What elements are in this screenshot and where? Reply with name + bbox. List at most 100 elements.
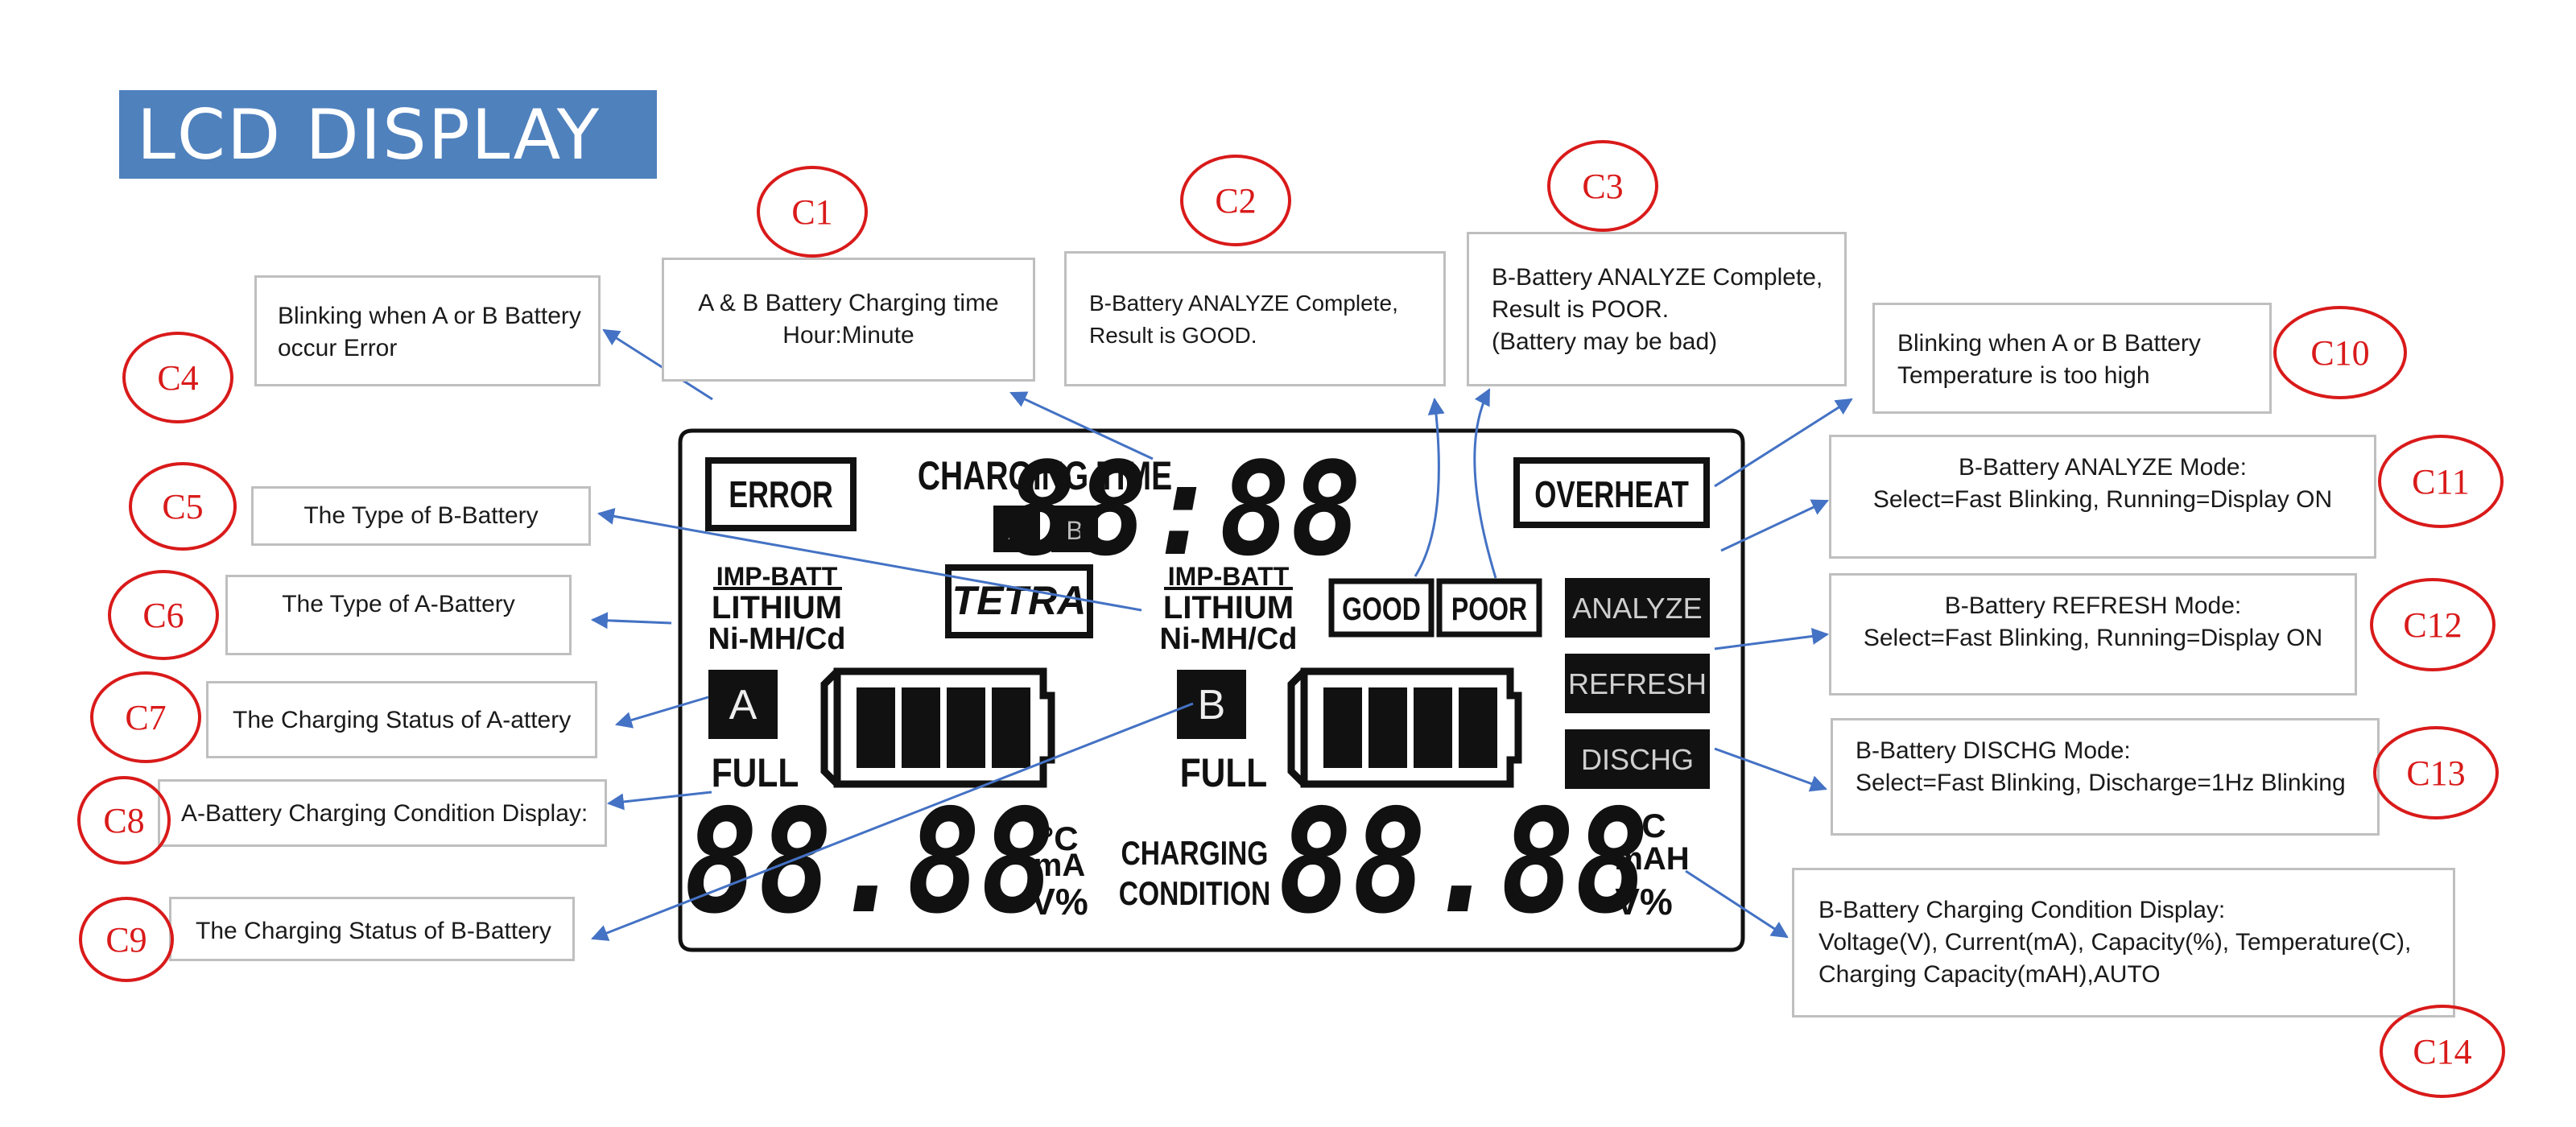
arrow-c12 — [1714, 627, 1830, 650]
battery-b-bar-3 — [1414, 687, 1452, 768]
note-c14-line2: Voltage(V), Current(mA), Capacity(%), Te… — [1818, 929, 2412, 956]
tetra-label: TETRA — [952, 578, 1087, 623]
slot-b-label: B — [1198, 682, 1226, 729]
slot-b-small-label: B — [1066, 516, 1083, 545]
note-c3-line1: B-Battery ANALYZE Complete, — [1492, 264, 1823, 291]
a-full-label: FULL — [712, 750, 799, 795]
arrow-c5 — [597, 507, 1142, 612]
digits-left: 88.88 — [684, 779, 1055, 946]
note-c7-line1: The Charging Status of A-attery — [233, 707, 572, 733]
note-c2-line1: B-Battery ANALYZE Complete, — [1089, 291, 1398, 316]
left-unit-v-pct: V% — [1030, 881, 1088, 923]
note-c2: B-Battery ANALYZE Complete, Result is GO… — [1064, 251, 1446, 386]
note-c13: B-Battery DISCHG Mode: Select=Fast Blink… — [1831, 718, 2380, 836]
callout-c9: C9 — [79, 897, 174, 982]
note-c6: The Type of A-Battery — [225, 575, 572, 655]
battery-a-bar-3 — [947, 687, 985, 768]
note-c11-line1: B-Battery ANALYZE Mode: — [1959, 454, 2247, 481]
arrow-c8 — [606, 791, 712, 811]
note-c2-line2: Result is GOOD. — [1089, 323, 1257, 348]
note-c14: B-Battery Charging Condition Display: Vo… — [1792, 868, 2455, 1018]
right-unit-mah: mAH — [1614, 841, 1689, 877]
arrow-c11 — [1720, 499, 1829, 552]
callout-c4: C4 — [122, 332, 233, 423]
refresh-indicator — [1565, 654, 1710, 713]
note-c10-line2: Temperature is too high — [1897, 362, 2150, 389]
note-c14-line1: B-Battery Charging Condition Display: — [1818, 897, 2226, 923]
callout-c3: C3 — [1547, 140, 1658, 232]
note-c3-line2: Result is POOR. — [1492, 296, 1670, 323]
note-c4-line2: occur Error — [278, 335, 398, 361]
a-lithium: LITHIUM — [712, 590, 842, 625]
callout-c1: C1 — [757, 166, 868, 258]
callout-c2: C2 — [1180, 155, 1291, 246]
title-banner — [119, 90, 657, 179]
overheat-indicator — [1513, 457, 1710, 528]
arrow-c6 — [590, 612, 672, 630]
right-unit-c: °C — [1628, 807, 1666, 844]
charging-label: CHARGING — [1121, 836, 1269, 873]
note-c10: Blinking when A or B Battery Temperature… — [1872, 303, 2272, 414]
callout-c12: C12 — [2370, 578, 2496, 671]
battery-a-bar-4 — [992, 687, 1030, 768]
dischg-label: DISCHG — [1581, 743, 1694, 776]
time-digits: 88:88 — [1005, 435, 1361, 584]
left-unit-c: °C — [1040, 819, 1078, 857]
condition-label: CONDITION — [1119, 876, 1270, 913]
right-unit-v-pct: V% — [1615, 881, 1673, 923]
note-c4-line1: Blinking when A or B Battery — [278, 303, 581, 329]
arrow-c1 — [1009, 391, 1154, 460]
arrow-c7 — [614, 696, 709, 729]
callout-c6: C6 — [108, 570, 219, 660]
b-lithium: LITHIUM — [1163, 590, 1294, 625]
note-c6-line1: The Type of A-Battery — [282, 591, 515, 617]
page-title: LCD DISPLAY — [137, 95, 601, 175]
battery-b-gauge — [1300, 667, 1522, 788]
note-c10-line1: Blinking when A or B Battery — [1897, 330, 2201, 357]
note-c3: B-Battery ANALYZE Complete, Result is PO… — [1467, 232, 1847, 386]
note-c14-line3: Charging Capacity(mAH),AUTO — [1818, 961, 2161, 988]
note-c4: Blinking when A or B Battery occur Error — [254, 275, 601, 386]
callout-c11: C11 — [2378, 435, 2504, 528]
note-c12-line1: B-Battery REFRESH Mode: — [1944, 592, 2242, 619]
refresh-label: REFRESH — [1568, 667, 1707, 700]
note-c11: B-Battery ANALYZE Mode: Select=Fast Blin… — [1829, 435, 2376, 559]
battery-b-bar-1 — [1323, 687, 1362, 768]
digits-right: 88.88 — [1278, 779, 1649, 946]
slot-a-box — [708, 670, 778, 739]
slot-b-small-box — [1051, 506, 1098, 552]
good-indicator — [1328, 578, 1435, 638]
battery-b-bar-2 — [1368, 687, 1407, 768]
note-c13-line2: Select=Fast Blinking, Discharge=1Hz Blin… — [1856, 770, 2346, 796]
charging-time-label: CHARGING TIME — [918, 452, 1172, 498]
callout-c13: C13 — [2373, 726, 2499, 819]
a-imp-batt: IMP-BATT — [716, 562, 838, 591]
arrow-c14 — [1685, 869, 1789, 939]
callout-c10: C10 — [2273, 306, 2407, 399]
note-c12-line2: Select=Fast Blinking, Running=Display ON — [1863, 625, 2323, 651]
note-c12: B-Battery REFRESH Mode: Select=Fast Blin… — [1829, 573, 2357, 696]
good-label: GOOD — [1342, 591, 1421, 627]
callout-c8: C8 — [77, 776, 171, 865]
analyze-indicator — [1565, 578, 1710, 638]
a-nimh: Ni-MH/Cd — [708, 622, 846, 656]
slot-a-label: A — [729, 682, 758, 729]
note-c1-line1: A & B Battery Charging time — [698, 290, 999, 316]
callout-c7: C7 — [90, 671, 201, 763]
arrow-c2 — [1414, 397, 1445, 577]
note-c5: The Type of B-Battery — [251, 486, 591, 546]
note-c1: A & B Battery Charging time Hour:Minute — [662, 258, 1035, 382]
poor-label: POOR — [1451, 591, 1527, 627]
b-full-label: FULL — [1180, 750, 1268, 795]
arrow-c13 — [1714, 747, 1827, 792]
callout-c5: C5 — [129, 462, 237, 551]
error-label: ERROR — [729, 474, 833, 515]
note-c8: A-Battery Charging Condition Display: — [158, 779, 607, 847]
note-c8-line1: A-Battery Charging Condition Display: — [181, 800, 588, 827]
left-unit-ma: mA — [1034, 848, 1085, 883]
callout-c14: C14 — [2380, 1005, 2505, 1098]
error-indicator — [705, 457, 857, 531]
battery-a-bar-1 — [857, 687, 895, 768]
b-nimh: Ni-MH/Cd — [1160, 622, 1298, 656]
